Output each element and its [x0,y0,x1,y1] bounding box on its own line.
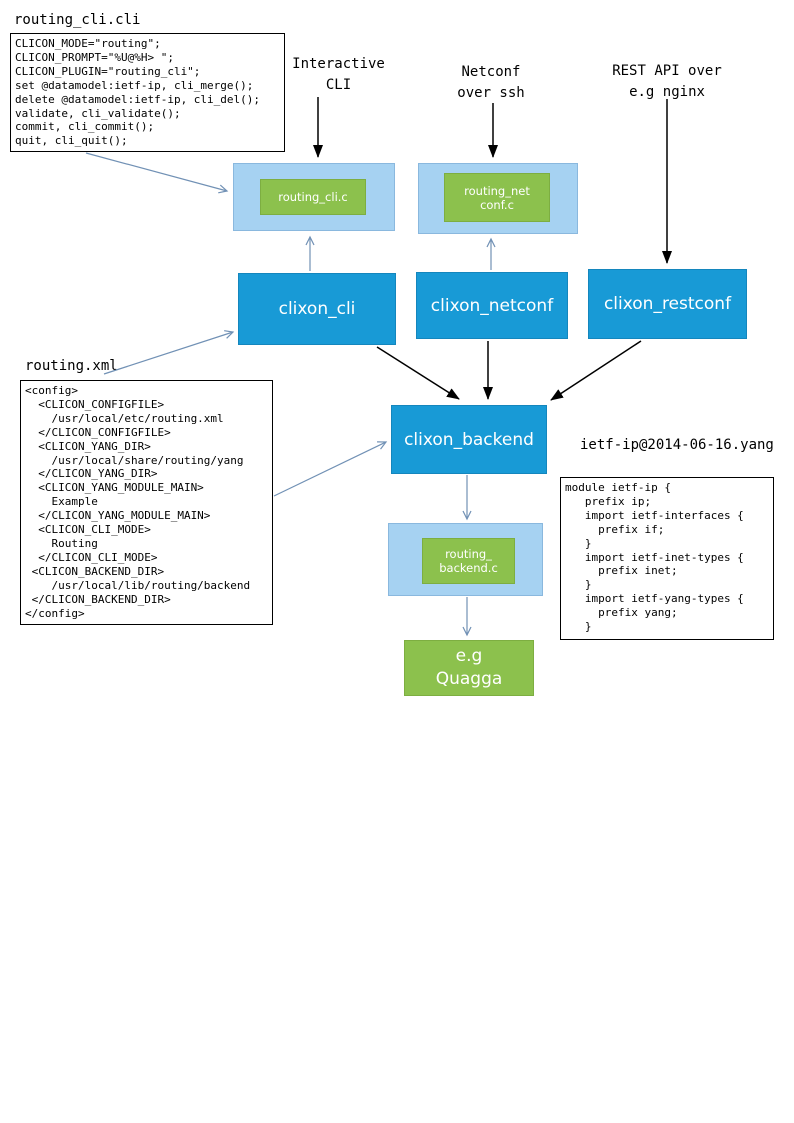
container-routing-netconf-plugin: routing_net conf.c [418,163,578,234]
node-clixon-cli: clixon_cli [238,273,396,345]
arrow-xml-to-clixon-backend [273,441,388,497]
container-routing-backend-plugin: routing_ backend.c [388,523,543,596]
label-netconf-over-ssh: Netconf over ssh [457,64,525,101]
arrow-clifile-to-cli-plugin [85,152,229,194]
label-interactive-cli: Interactive CLI [292,56,385,93]
node-clixon-backend: clixon_backend [391,405,547,474]
node-clixon-restconf: clixon_restconf [588,269,747,339]
label-routing-xml-filename: routing.xml [25,358,118,374]
arrow-clixon-cli-to-backend [376,346,460,400]
arrow-xml-to-clixon-cli [103,330,235,375]
node-quagga: e.g Quagga [404,640,534,696]
code-routing-cli-cli: CLICON_MODE="routing"; CLICON_PROMPT="%U… [10,33,285,152]
code-routing-xml: <config> <CLICON_CONFIGFILE> /usr/local/… [20,380,273,625]
node-routing-backend-c: routing_ backend.c [422,538,515,584]
node-routing-netconf-c: routing_net conf.c [444,173,550,222]
label-routing-cli-filename: routing_cli.cli [14,12,141,28]
code-ietf-ip-yang: module ietf-ip { prefix ip; import ietf-… [560,477,774,640]
container-routing-cli-plugin: routing_cli.c [233,163,395,231]
node-clixon-netconf: clixon_netconf [416,272,568,339]
label-rest-api-nginx: REST API over e.g nginx [612,63,722,100]
node-routing-cli-c: routing_cli.c [260,179,366,215]
label-yang-filename: ietf-ip@2014-06-16.yang [580,437,774,453]
arrow-clixon-restconf-to-backend [550,340,642,401]
